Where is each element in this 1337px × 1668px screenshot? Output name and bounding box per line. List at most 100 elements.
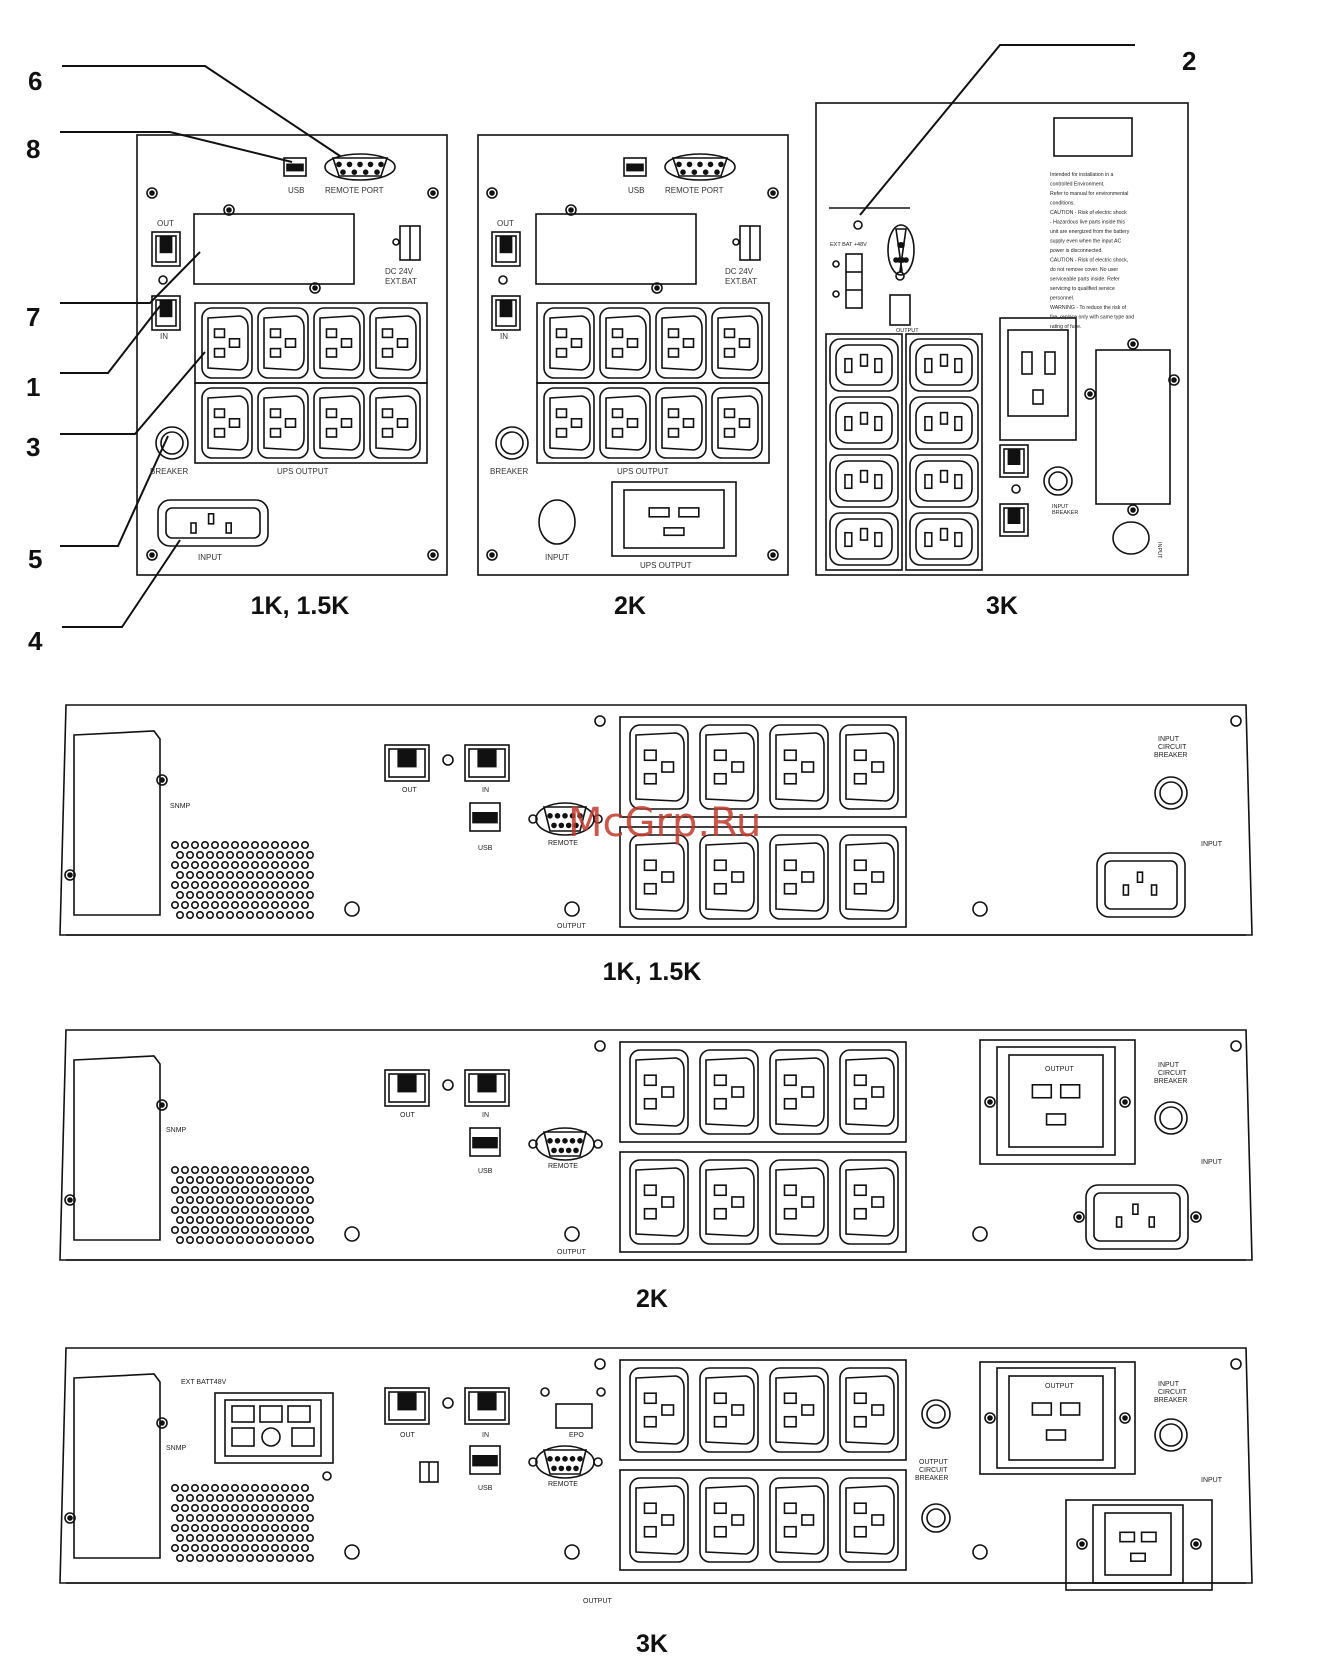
caption-tower-2k: 2K [614,592,646,620]
callout-5: 5 [28,544,42,574]
label-icb-r1-2: CIRCUIT [1158,744,1187,751]
label-usb-r3: USB [478,1485,493,1492]
c13-outlet-icon [655,307,707,379]
rj45-port-icon [464,744,510,782]
rj45-port-icon [151,231,181,267]
warning-line: fire, replace only with same type and [1050,315,1134,321]
label-extbat-t2: EXT.BAT [725,277,757,286]
circuit-breaker-icon [495,426,529,460]
label-extbatt-r3: EXT BATT48V [181,1379,227,1386]
rj45-port-icon [464,1387,510,1425]
c13-outlet-icon [769,1049,829,1135]
label-output-r2b: OUTPUT [1045,1066,1075,1073]
screw-icon [984,1412,996,1424]
c13-outlet-icon [543,307,595,379]
label-in-r1: IN [482,787,489,794]
tower-3k-panel [815,102,1189,576]
label-icb-r3-1: INPUT [1158,1381,1180,1388]
c13-outlet-icon [629,1159,689,1245]
c13-outlet-icon [829,338,899,392]
label-snmp-r1: SNMP [170,803,191,810]
rj45-port-icon [384,1387,430,1425]
c19-outlet-frame [999,317,1077,441]
c13-outlet-icon [629,1367,689,1453]
vent-holes [171,1484,314,1563]
c19-outlet-frame [979,1361,1136,1475]
label-breaker-t1: BREAKER [150,467,188,476]
snmp-slot [73,1373,161,1559]
warning-line: Refer to manual for environmental [1050,191,1128,197]
c13-outlet-icon [839,1049,899,1135]
c19-outlet-icon [996,1367,1116,1469]
label-input-breaker-t3-2: BREAKER [1052,510,1078,516]
input-cord-icon [1112,521,1150,555]
label-out-t1: OUT [157,219,174,228]
screw-icon [344,1226,360,1242]
label-icb-r2-2: CIRCUIT [1158,1070,1187,1077]
outlet-group [194,382,428,464]
c13-outlet-icon [629,724,689,810]
label-dc-t2: DC 24V [725,267,754,276]
c13-outlet-icon [699,724,759,810]
screw-icon [427,549,439,561]
warning-line: conditions. [1050,201,1075,207]
c13-outlet-icon [369,387,421,459]
label-remote-r3: REMOTE [548,1481,578,1488]
screw-icon [64,869,76,881]
warning-line: do not remove cover. No user [1050,267,1118,273]
outlet-group [619,826,907,928]
label-ups-output-t2: UPS OUTPUT [617,467,669,476]
label-input-t3: INPUT [1156,542,1162,559]
label-ocb-r3-3: BREAKER [915,1475,948,1482]
circuit-breaker-icon [1154,1101,1188,1135]
callout-8: 8 [26,134,40,164]
c13-outlet-icon [201,387,253,459]
label-usb-r1: USB [478,845,493,852]
db9-port-icon [664,153,736,181]
screw-icon [146,549,158,561]
screw-icon [1127,338,1139,350]
screw-icon [767,549,779,561]
label-usb-r2: USB [478,1168,493,1175]
screw-icon [1230,1040,1242,1052]
snmp-slot [535,213,697,285]
c13-outlet-icon [655,387,707,459]
label-output-r1: OUTPUT [557,923,587,930]
label-out-t2: OUT [497,219,514,228]
c13-outlet-icon [313,387,365,459]
caption-tower-3k: 3K [986,592,1018,620]
label-breaker-t2: BREAKER [490,467,528,476]
c13-outlet-icon [769,1367,829,1453]
label-icb-r1-1: INPUT [1158,736,1180,743]
circuit-breaker-icon [155,426,189,460]
label-icb-r2-1: INPUT [1158,1062,1180,1069]
epo-switch-icon [555,1403,593,1429]
label-snmp-r3: SNMP [166,1445,187,1452]
c13-outlet-icon [699,1477,759,1563]
caption-rack-1k: 1K, 1.5K [603,958,702,986]
label-epo-r3: EPO [569,1432,584,1439]
c19-outlet-icon [611,481,737,557]
screw-icon [223,204,235,216]
label-dc-t1: DC 24V [385,267,414,276]
c13-outlet-icon [699,1159,759,1245]
c13-outlet-icon [711,307,763,379]
outlet-group [619,1041,907,1143]
screw-icon [156,1417,168,1429]
caption-rack-3k: 3K [636,1630,668,1658]
circuit-breaker-icon [1043,466,1073,496]
c13-outlet-icon [829,512,899,566]
outlet-group [619,1359,907,1461]
screw-icon [651,282,663,294]
label-out-r2: OUT [400,1112,416,1119]
label-output-r3: OUTPUT [583,1598,613,1605]
db9-port-icon [535,1127,595,1161]
c13-outlet-icon [909,512,979,566]
warning-line: supply even when the input AC [1050,239,1121,245]
circuit-breaker-icon [921,1399,951,1429]
label-icb-r3-3: BREAKER [1154,1397,1187,1404]
label-icb-r2-3: BREAKER [1154,1078,1187,1085]
label-usb-t1: USB [288,186,304,195]
c13-outlet-icon [699,834,759,920]
usb-port-icon [283,157,307,177]
